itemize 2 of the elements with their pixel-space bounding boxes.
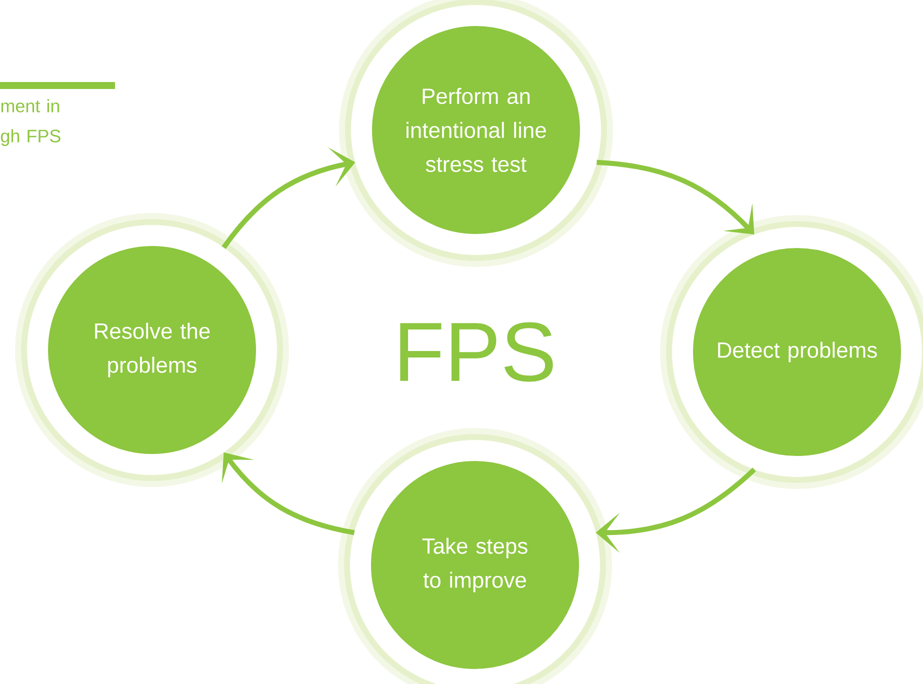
text-fragment: ment in gh FPS	[0, 99, 60, 146]
center-title: FPS	[400, 322, 553, 382]
